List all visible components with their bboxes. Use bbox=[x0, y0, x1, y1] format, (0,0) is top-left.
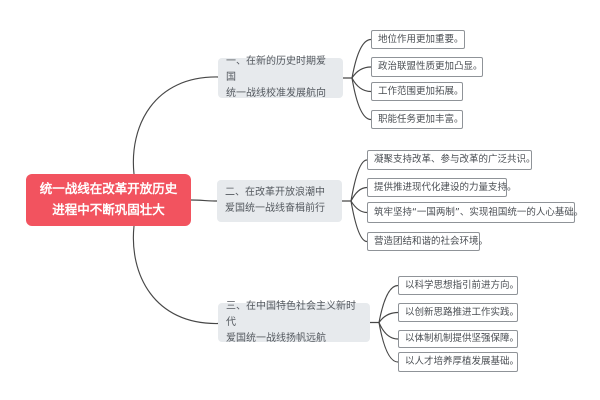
leaf-node-2-2: 提供推进现代化建设的力量支持。 bbox=[367, 178, 517, 197]
connector-branch-3-leaf-4 bbox=[378, 321, 399, 363]
connector-branch-2-leaf-2 bbox=[350, 186, 368, 202]
leaf-node-1-4: 职能任务更加丰富。 bbox=[371, 110, 464, 129]
leaf-node-1-1: 地位作用更加重要。 bbox=[371, 30, 465, 49]
leaf-node-3-4: 以人才培养厚植发展基础。 bbox=[398, 352, 519, 372]
leaf-node-1-2: 政治联盟性质更加凸显。 bbox=[371, 57, 483, 77]
branch-node-3: 三、在中国特色社会主义新时代 爱国统一战线扬帆远航 bbox=[218, 301, 370, 344]
branch-node-2: 二、在改革开放浪潮中 爱国统一战线奋楫前行 bbox=[217, 180, 342, 222]
connector-branch-2-leaf-4 bbox=[350, 200, 368, 243]
connector-root-branch-1 bbox=[132, 76, 219, 175]
leaf-node-3-1: 以科学思想指引前进方向。 bbox=[398, 276, 519, 295]
connector-branch-3-leaf-3 bbox=[378, 321, 399, 340]
connector-branch-1-leaf-4 bbox=[351, 77, 372, 121]
connector-branch-1-leaf-3 bbox=[351, 77, 372, 93]
leaf-node-2-3: 筑牢坚持“一国两制”、实现祖国统一的人心基础。 bbox=[367, 202, 583, 223]
leaf-node-2-4: 营造团结和谐的社会环境。 bbox=[367, 232, 488, 251]
branch-node-1: 一、在新的历史时期爱国 统一战线校准发展航向 bbox=[218, 56, 343, 99]
connector-branch-3-leaf-2 bbox=[378, 311, 399, 324]
leaf-node-3-3: 以体制机制提供坚强保障。 bbox=[398, 330, 519, 348]
leaf-node-1-3: 工作范围更加拓展。 bbox=[371, 82, 464, 101]
connector-branch-1-leaf-1 bbox=[351, 38, 372, 79]
leaf-node-3-2: 以创新思路推进工作实践。 bbox=[398, 303, 519, 322]
connector-branch-1-leaf-2 bbox=[351, 66, 372, 79]
leaf-node-2-1: 凝聚支持改革、参与改革的广泛共识。 bbox=[367, 150, 536, 170]
connector-branch-3-leaf-1 bbox=[378, 284, 399, 324]
connector-root-branch-3 bbox=[132, 225, 219, 325]
connector-branch-2-leaf-1 bbox=[350, 159, 368, 202]
connector-branch-2-leaf-3 bbox=[350, 200, 368, 214]
connector-root-branch-2 bbox=[190, 199, 218, 202]
root-node: 统一战线在改革开放历史 进程中不断巩固壮大 bbox=[26, 174, 191, 226]
